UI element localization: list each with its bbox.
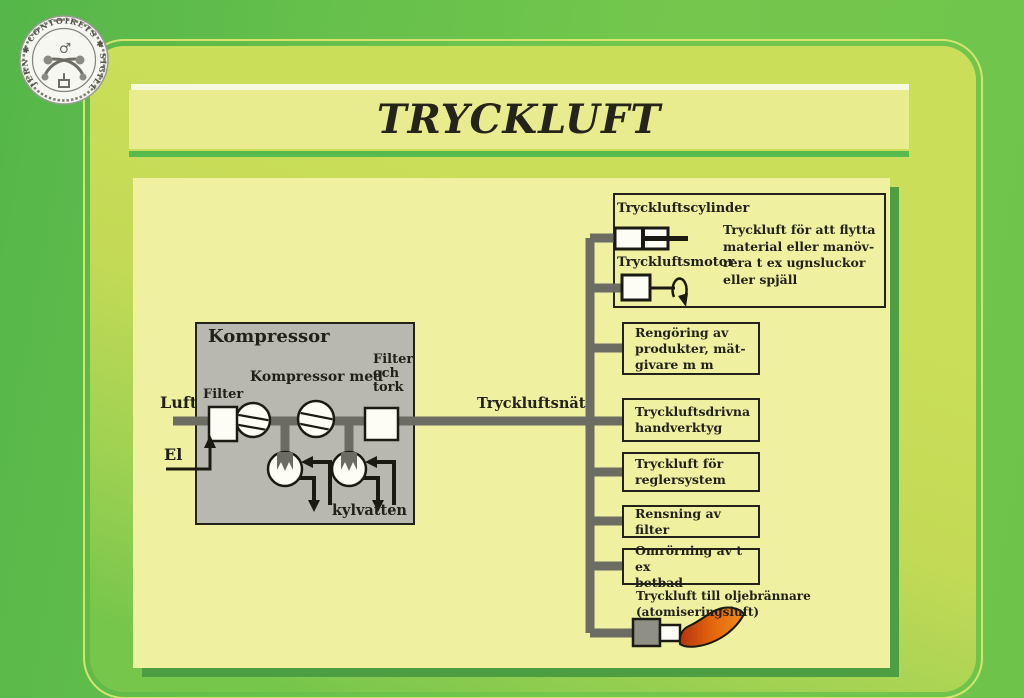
branch-box-handverktyg: Tryckluftsdrivna handverktyg xyxy=(622,398,760,442)
cylinder-label: Tryckluftscylinder xyxy=(617,201,750,216)
luft-label: Luft xyxy=(160,393,198,412)
branch-box-omrorning: Omrörning av t ex betbad xyxy=(622,543,760,590)
compressor-stage-label: Kompressor med xyxy=(250,369,383,385)
white-rule xyxy=(131,84,909,90)
branch-box-reglersystem: Tryckluft för reglersystem xyxy=(622,452,760,492)
branch-box-rensning: Rensning av filter xyxy=(622,505,760,538)
title-band: TRYCKLUFT xyxy=(129,90,909,149)
filter-label: Filter xyxy=(203,387,244,402)
kompressor-title: Kompressor xyxy=(208,326,330,347)
page-title: TRYCKLUFT xyxy=(376,96,662,143)
seal-emblem xyxy=(41,55,87,88)
green-rule xyxy=(129,151,909,157)
applications-description: Tryckluft för att flytta material eller … xyxy=(723,222,876,287)
seal-rope-border xyxy=(22,18,106,102)
jernkontoret-seal: JERN ✱ CONTOIRETS ✱ SIGILL ♂ xyxy=(19,15,109,105)
el-label: El xyxy=(164,445,183,464)
diagram-panel: Rengöring av produkter, mät- givare m m … xyxy=(133,178,890,668)
branch-box-rengoring: Rengöring av produkter, mät- givare m m xyxy=(622,322,760,375)
dryer-label: Filter och tork xyxy=(373,352,414,395)
mars-symbol-icon: ♂ xyxy=(59,41,72,57)
burner-caption: Tryckluft till oljebrännare (atomisering… xyxy=(636,589,811,619)
network-label: Tryckluftsnät xyxy=(477,395,586,412)
kylvatten-label: kylvatten xyxy=(332,502,407,519)
motor-label: Tryckluftsmotor xyxy=(617,255,735,270)
